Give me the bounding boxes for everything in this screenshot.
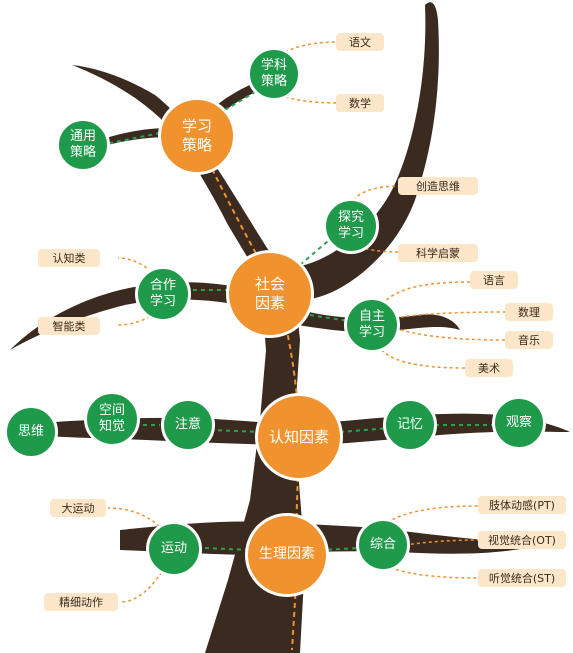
label-gross-motor: 大运动 <box>50 499 106 517</box>
node-integration: 综合 <box>356 518 410 572</box>
node-memory: 记忆 <box>383 398 437 452</box>
node-observation: 观察 <box>492 396 546 450</box>
label-music: 音乐 <box>505 331 553 349</box>
node-motor: 运动 <box>146 521 202 577</box>
branch-upper-left <box>72 65 280 270</box>
node-inquiry-learning: 探究 学习 <box>323 198 379 254</box>
node-general-strategy: 通用 策略 <box>56 118 110 172</box>
node-spatial-perception: 空间 知觉 <box>84 391 140 447</box>
node-attention: 注意 <box>161 398 215 452</box>
node-social-factors: 社会 因素 <box>226 250 314 338</box>
label-art: 美术 <box>465 359 513 377</box>
label-science-enlightenment: 科学启蒙 <box>398 244 478 262</box>
branch-physical <box>120 521 540 555</box>
node-subject-strategy: 学科 策略 <box>247 47 301 101</box>
branch-left-social <box>10 282 270 350</box>
node-physiological-factors: 生理因素 <box>245 513 329 597</box>
label-intelligence-type: 智能类 <box>38 317 100 335</box>
label-auditory-integration-st: 听觉统合(ST) <box>478 569 566 587</box>
label-creative-thinking: 创造思维 <box>398 177 478 195</box>
label-logic-math: 数理 <box>505 303 553 321</box>
branch-upper-right <box>255 2 439 300</box>
label-chinese: 语文 <box>336 33 384 51</box>
node-cognitive-factors: 认知因素 <box>255 393 343 481</box>
label-fine-motor: 精细动作 <box>44 593 118 611</box>
node-cooperative-learning: 合作 学习 <box>135 266 191 322</box>
node-thinking: 思维 <box>4 405 58 459</box>
node-autonomous-learning: 自主 学习 <box>344 297 400 353</box>
label-math: 数学 <box>336 94 384 112</box>
connector-trunk <box>199 144 299 651</box>
label-language: 语言 <box>470 271 518 289</box>
label-cognitive-type: 认知类 <box>38 249 100 267</box>
node-learning-strategy: 学习 策略 <box>158 97 236 175</box>
label-body-kinesthetic-pt: 肢体动感(PT) <box>478 496 566 514</box>
label-visual-integration-ot: 视觉统合(OT) <box>478 531 566 549</box>
